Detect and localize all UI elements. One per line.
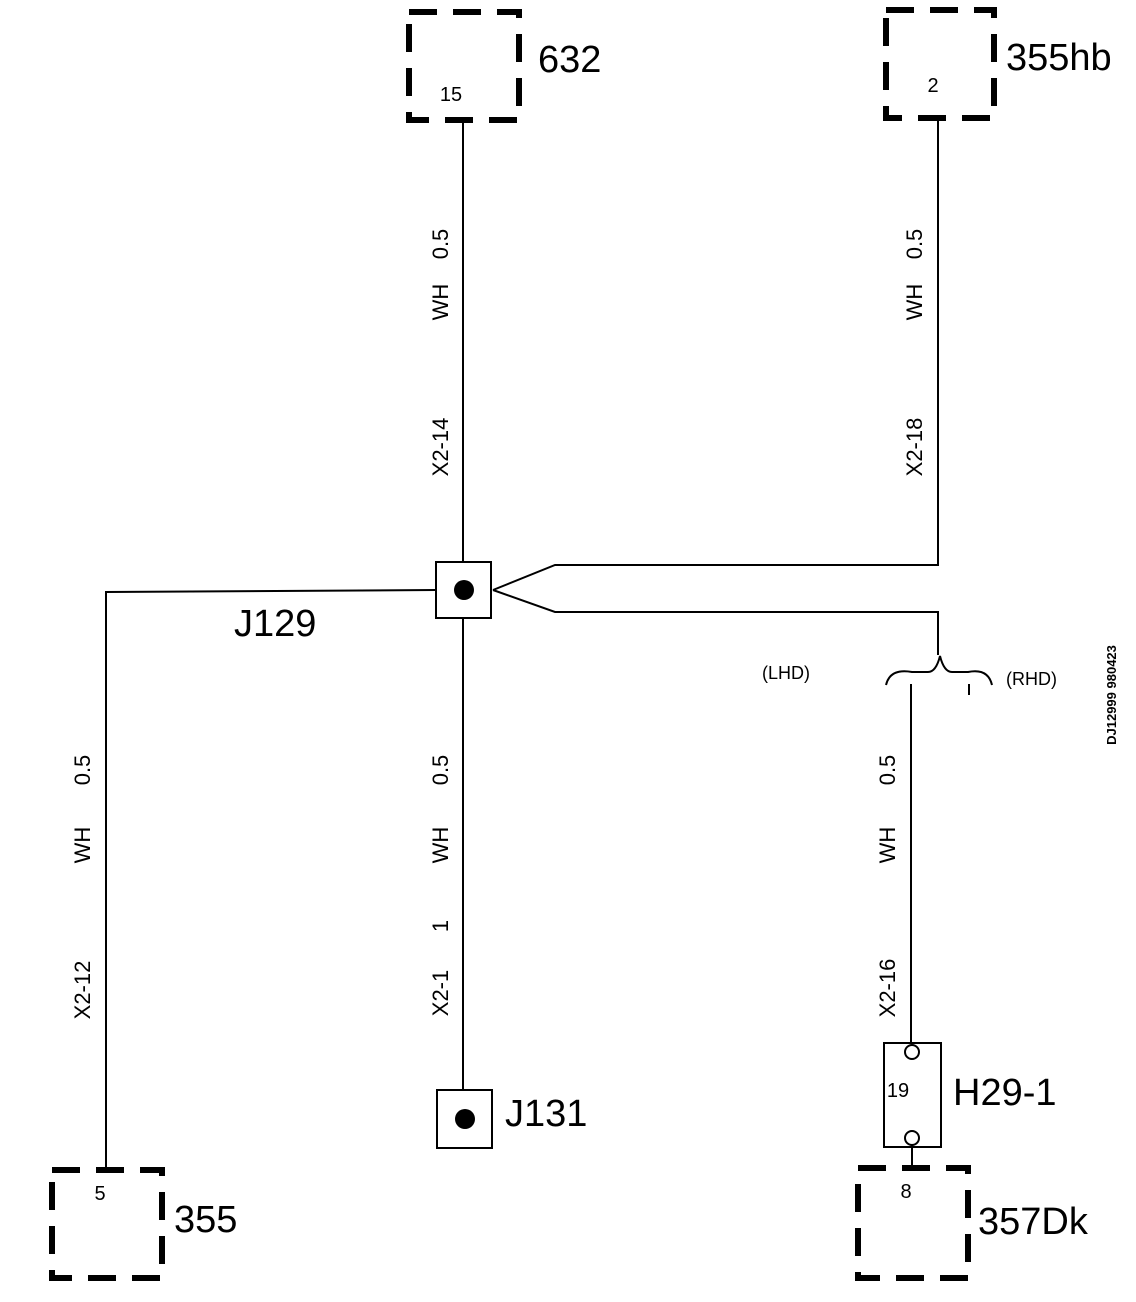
wire-j129-355-line <box>105 589 437 1168</box>
wire-355hb-size: 0.5 <box>902 229 927 260</box>
component-355: 5 355 <box>49 1167 237 1281</box>
splice-j131-dot <box>455 1109 475 1129</box>
wire-355hb-connector: X2-18 <box>902 418 927 477</box>
splice-j131: J131 <box>436 1089 587 1149</box>
splice-j131-label: J131 <box>505 1093 587 1135</box>
option-lhd-label: (LHD) <box>762 663 810 683</box>
connector-h29-1-pin-top <box>904 1044 920 1060</box>
component-355hb-label: 355hb <box>1006 37 1112 79</box>
component-357dk-label: 357Dk <box>978 1201 1089 1243</box>
wire-632-size: 0.5 <box>428 229 453 260</box>
wire-j129-j131: 0.5 WH 1 X2-1 <box>428 618 464 1090</box>
wire-h29-color: WH <box>875 827 900 864</box>
wire-355-connector: X2-12 <box>70 961 95 1020</box>
connector-h29-1: 19 H29-1 <box>883 1042 1057 1166</box>
option-bracket <box>885 655 993 686</box>
wire-j131-connector: X2-1 <box>428 970 453 1016</box>
wire-j131-color: WH <box>428 827 453 864</box>
connector-h29-1-pin-bottom <box>904 1130 920 1146</box>
wire-355hb-j129: 0.5 WH X2-18 <box>492 120 939 591</box>
wire-j129-option: (LHD) (RHD) 0.5 WH X2-16 <box>492 589 1057 1047</box>
option-rhd-label: (RHD) <box>1006 669 1057 689</box>
component-355-pin: 5 <box>94 1183 105 1205</box>
component-632-box <box>406 9 522 123</box>
component-355hb-pin: 2 <box>927 75 938 97</box>
component-632: 15 632 <box>406 9 601 123</box>
component-632-label: 632 <box>538 39 601 81</box>
component-357dk-pin: 8 <box>900 1181 911 1203</box>
component-355-label: 355 <box>174 1199 237 1241</box>
wire-j129-option-line <box>492 589 939 655</box>
connector-h29-1-pin: 19 <box>887 1080 909 1102</box>
connector-h29-1-box <box>883 1042 942 1148</box>
wire-632-color: WH <box>428 284 453 321</box>
component-355hb-box <box>883 7 997 121</box>
splice-j129-label: J129 <box>234 603 316 645</box>
splice-j129: J129 <box>234 561 492 645</box>
wire-j131-size: 0.5 <box>428 755 453 786</box>
component-357dk: 8 357Dk <box>855 1165 1089 1281</box>
wire-632-j129: 0.5 WH X2-14 <box>428 122 464 562</box>
splice-j129-dot <box>454 580 474 600</box>
wire-355-size: 0.5 <box>70 755 95 786</box>
wire-h29-connector: X2-16 <box>875 959 900 1018</box>
component-357dk-box <box>855 1165 971 1281</box>
component-355-box <box>49 1167 165 1281</box>
wire-j131-number: 1 <box>428 920 453 932</box>
component-632-pin: 15 <box>440 84 462 106</box>
component-355hb: 2 355hb <box>883 7 1112 121</box>
wire-355hb-j129-line <box>492 120 939 591</box>
wire-355-color: WH <box>70 827 95 864</box>
drawing-reference: DJ12999 980423 <box>1104 645 1119 745</box>
wire-h29-size: 0.5 <box>875 755 900 786</box>
wire-j129-355: 0.5 WH X2-12 <box>70 589 437 1168</box>
wire-355hb-color: WH <box>902 284 927 321</box>
connector-h29-1-label: H29-1 <box>953 1072 1057 1114</box>
wire-632-connector: X2-14 <box>428 418 453 477</box>
